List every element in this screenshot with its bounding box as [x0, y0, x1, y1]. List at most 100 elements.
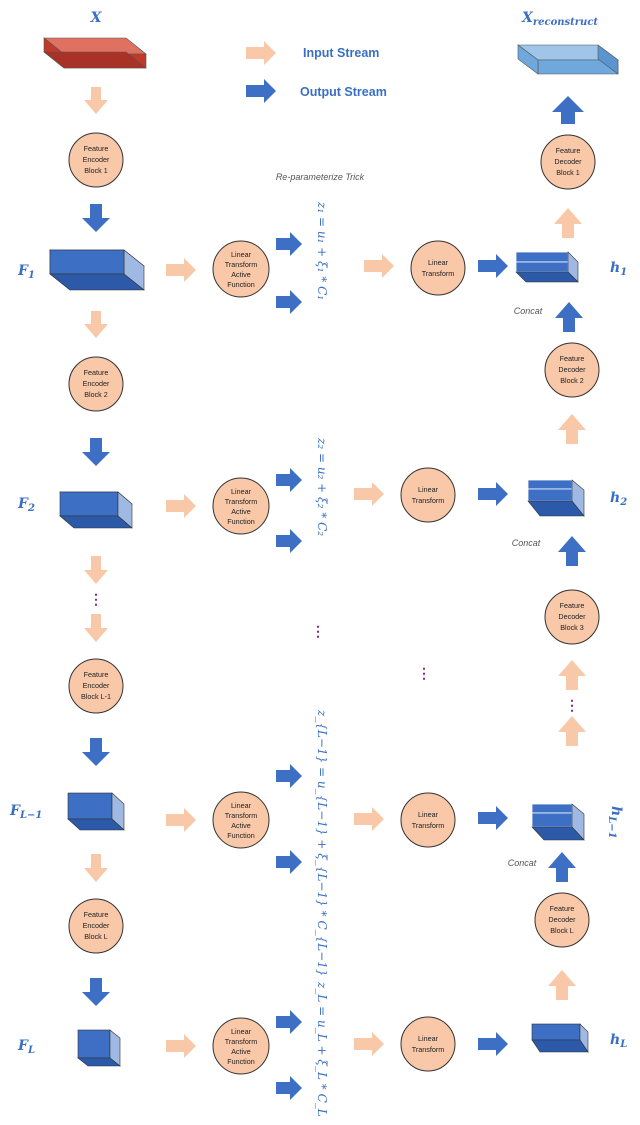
vertical-dots-left: ⋮: [89, 591, 103, 607]
decoder-block-1: Feature Decoder Block 1: [540, 134, 596, 190]
svg-text:Function: Function: [227, 1057, 255, 1066]
equation-row4: z_L = u_L + ξ_L * C_L: [315, 981, 329, 1117]
arrow-up-input-d3a: [558, 660, 586, 690]
equation-row2: z₂ = u₂ + ξ₂ * C₂: [315, 437, 329, 536]
feature-hl-1-box: [531, 803, 585, 841]
arrow-right-input-row2: [166, 494, 196, 518]
linear-transform-1: Linear Transform: [410, 240, 466, 296]
arrow-down-output-4: [82, 978, 110, 1006]
arrow-right-input-row1b: [364, 254, 394, 278]
decoder-block-3: Feature Decoder Block 3: [544, 589, 600, 645]
svg-text:Linear: Linear: [418, 1034, 439, 1043]
svg-text:Block L-1: Block L-1: [81, 692, 111, 701]
arrow-right-output-row3: [478, 806, 508, 830]
label-fl-1: FL−1: [9, 803, 42, 821]
linear-transform-active-4: Linear Transform Active Function: [212, 1017, 270, 1075]
legend-output-label: Output Stream: [300, 85, 387, 99]
feature-h2-box: [527, 479, 585, 517]
arrow-up-input-d2: [558, 414, 586, 444]
svg-text:Block 1: Block 1: [556, 168, 580, 177]
decoder-block-l: Feature Decoder Block L: [534, 892, 590, 948]
svg-text:Feature: Feature: [84, 910, 109, 919]
encoder-block-l-1: Feature Encoder Block L-1: [68, 658, 124, 714]
arrow-down-input-4: [84, 614, 108, 642]
svg-text:Linear: Linear: [418, 810, 439, 819]
linear-transform-active-3: Linear Transform Active Function: [212, 791, 270, 849]
arrow-right-input-row4b: [354, 1032, 384, 1056]
svg-text:Transform: Transform: [412, 496, 444, 505]
svg-text:Active: Active: [231, 821, 251, 830]
linear-transform-active-1: Linear Transform Active Function: [212, 240, 270, 298]
svg-text:Transform: Transform: [225, 497, 257, 506]
arrow-up-output-d3: [558, 536, 586, 566]
reparam-note: Re-parameterize Trick: [276, 172, 365, 182]
svg-text:Linear: Linear: [231, 801, 252, 810]
svg-text:Transform: Transform: [225, 260, 257, 269]
label-h2: h2: [610, 490, 627, 508]
svg-text:Function: Function: [227, 517, 255, 526]
svg-text:Transform: Transform: [225, 1037, 257, 1046]
svg-text:Transform: Transform: [412, 1045, 444, 1054]
label-x: X: [90, 10, 103, 26]
arrow-right-out-row4-bottom: [276, 1076, 302, 1100]
arrow-right-out-row3-bottom: [276, 850, 302, 874]
arrow-right-output-row1: [478, 254, 508, 278]
encoder-block-1: Feature Encoder Block 1: [68, 132, 124, 188]
input-x-slab: [43, 37, 147, 69]
linear-transform-4: Linear Transform: [400, 1016, 456, 1072]
vertical-dots-middle: ⋮: [311, 623, 325, 639]
linear-transform-2: Linear Transform: [400, 467, 456, 523]
concat-note-2: Concat: [512, 538, 541, 548]
arrow-right-out-row3-top: [276, 764, 302, 788]
arrow-right-out-row2-bottom: [276, 529, 302, 553]
svg-text:Transform: Transform: [412, 821, 444, 830]
arrow-up-output-d1: [552, 96, 584, 124]
arrow-right-output-row2: [478, 482, 508, 506]
svg-text:Feature: Feature: [560, 601, 585, 610]
arrow-down-input-5: [84, 854, 108, 882]
svg-text:Encoder: Encoder: [83, 921, 110, 930]
arrow-down-output-3: [82, 738, 110, 766]
arrow-right-input-row3: [166, 808, 196, 832]
vertical-dots-right: ⋮: [565, 697, 579, 713]
feature-hl-box: [531, 1023, 589, 1053]
arrow-right-input-row4: [166, 1034, 196, 1058]
arrow-right-input-row2b: [354, 482, 384, 506]
legend-input-label: Input Stream: [303, 46, 379, 60]
label-h1: h1: [610, 260, 627, 278]
svg-text:Feature: Feature: [84, 368, 109, 377]
arrow-up-output-dl: [548, 852, 576, 882]
concat-note-3: Concat: [508, 858, 537, 868]
label-fl: FL: [17, 1038, 35, 1056]
svg-text:Active: Active: [231, 507, 251, 516]
decoder-block-2: Feature Decoder Block 2: [544, 342, 600, 398]
label-f1: F1: [17, 263, 35, 281]
svg-text:Feature: Feature: [556, 146, 581, 155]
label-hl-1: hL−1: [606, 806, 624, 839]
label-hl: hL: [610, 1032, 627, 1050]
svg-text:Active: Active: [231, 1047, 251, 1056]
arrow-right-input-row3b: [354, 807, 384, 831]
arrow-right-out-row2-top: [276, 468, 302, 492]
arrow-right-output-row4: [478, 1032, 508, 1056]
arrow-up-output-d2: [555, 302, 583, 332]
svg-text:Decoder: Decoder: [558, 365, 586, 374]
svg-text:Block 2: Block 2: [560, 376, 584, 385]
arrow-up-input-d1: [554, 208, 582, 238]
svg-text:Block L: Block L: [550, 926, 574, 935]
svg-text:Block 3: Block 3: [560, 623, 584, 632]
arrow-down-output-1: [82, 204, 110, 232]
svg-text:Block L: Block L: [84, 932, 108, 941]
arrow-right-out-row1-top: [276, 232, 302, 256]
svg-text:Linear: Linear: [231, 487, 252, 496]
svg-text:Block 1: Block 1: [84, 166, 108, 175]
svg-text:Feature: Feature: [84, 670, 109, 679]
svg-text:Decoder: Decoder: [558, 612, 586, 621]
svg-text:Linear: Linear: [231, 250, 252, 259]
svg-text:Linear: Linear: [428, 258, 449, 267]
concat-note-1: Concat: [514, 306, 543, 316]
svg-text:Transform: Transform: [422, 269, 454, 278]
svg-text:Linear: Linear: [418, 485, 439, 494]
arrow-right-input-row1: [166, 258, 196, 282]
encoder-block-2: Feature Encoder Block 2: [68, 356, 124, 412]
